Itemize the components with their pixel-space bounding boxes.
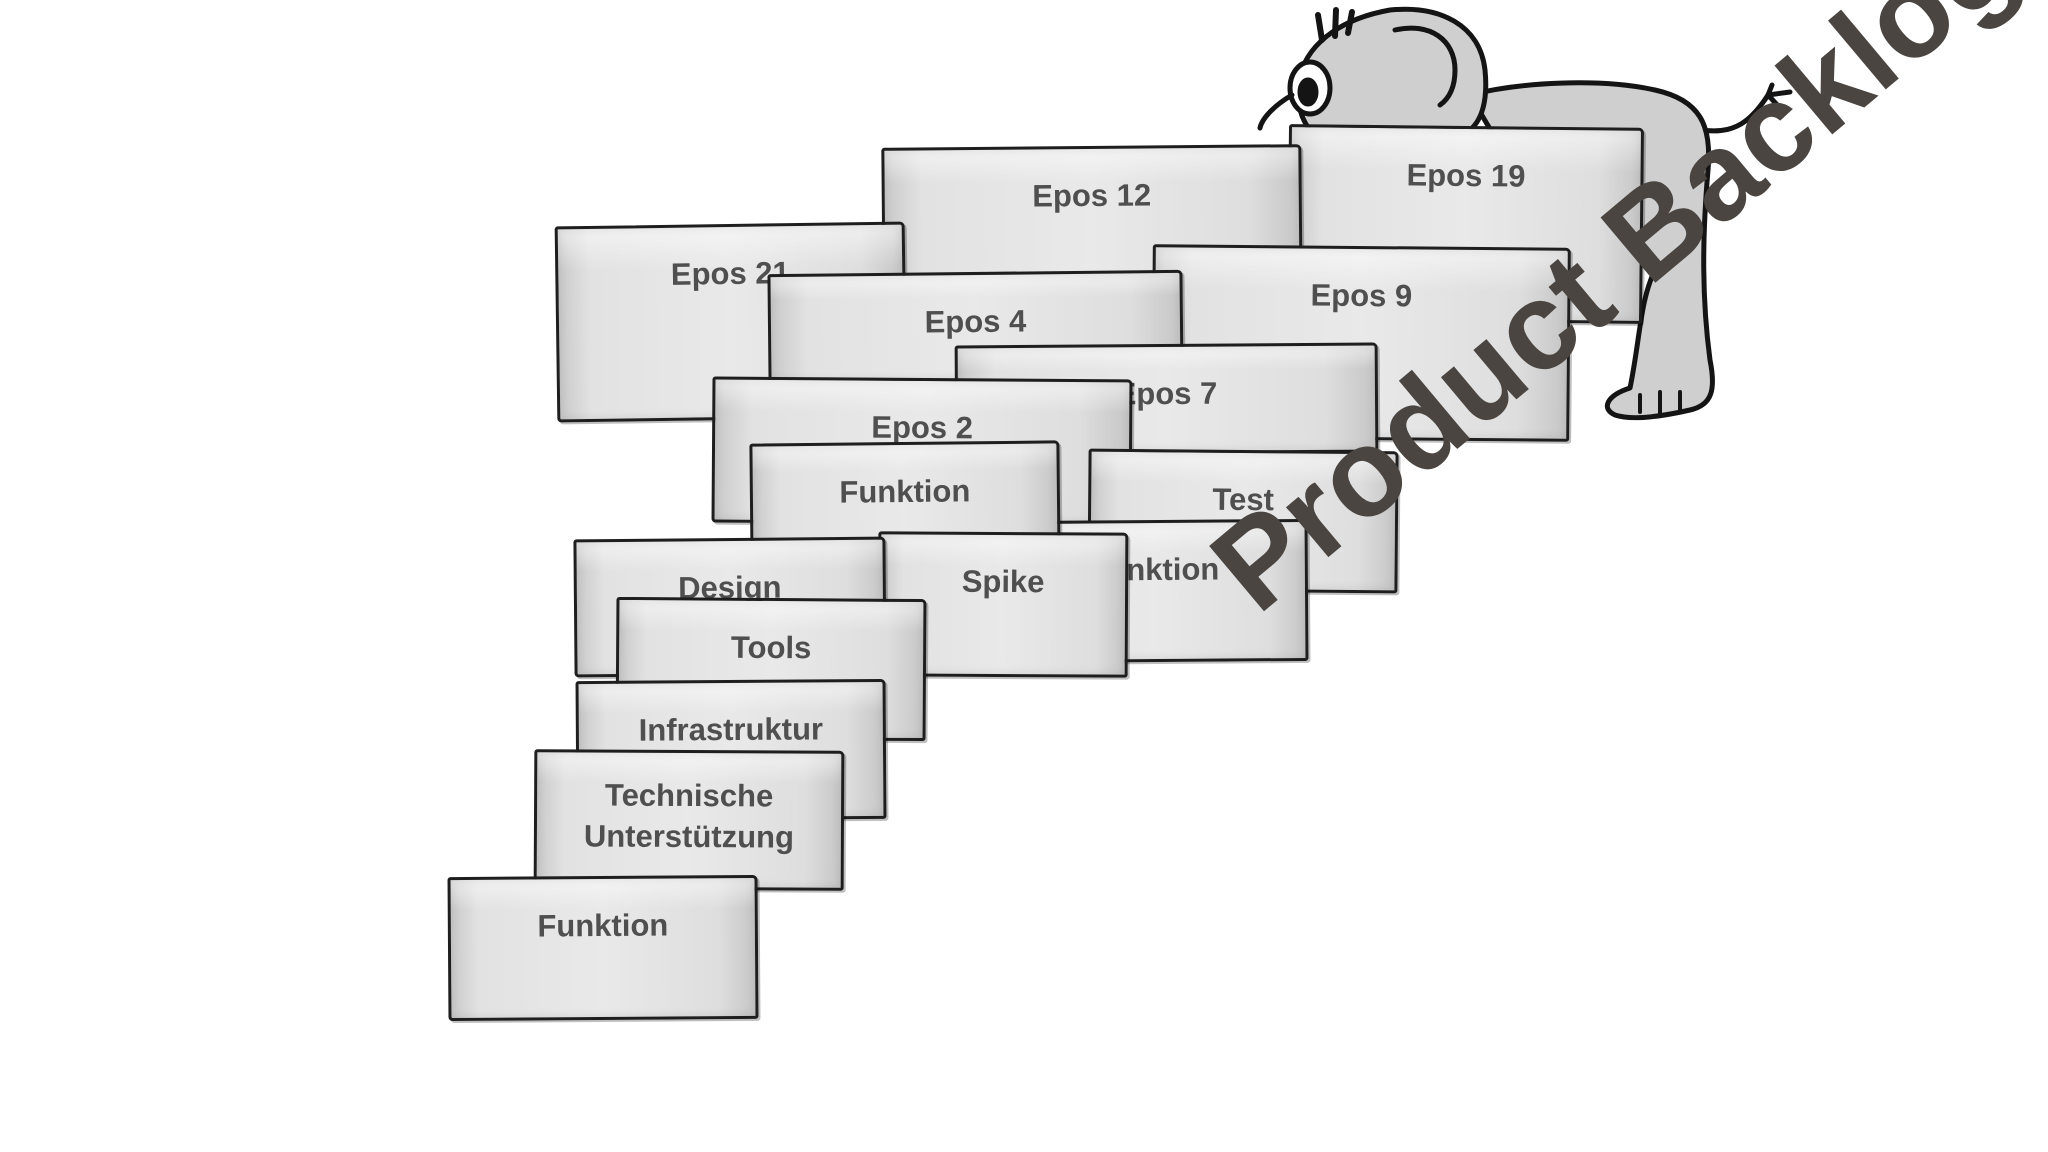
- card-label: Spike: [961, 563, 1045, 600]
- card-label: Epos 4: [924, 303, 1027, 340]
- card-label: Technische Unterstützung: [583, 777, 795, 855]
- card-label: Epos 2: [871, 409, 974, 446]
- card-label: Infrastruktur: [638, 711, 824, 748]
- card-label: Funktion: [839, 473, 971, 510]
- card-technische-unterstuetzung: Technische Unterstützung: [533, 749, 845, 891]
- card-funktion-bottom: Funktion: [447, 874, 759, 1022]
- card-label: Epos 12: [1032, 177, 1152, 214]
- card-label: Funktion: [537, 907, 669, 944]
- card-label: Epos 19: [1406, 157, 1526, 194]
- card-label: Tools: [730, 629, 812, 666]
